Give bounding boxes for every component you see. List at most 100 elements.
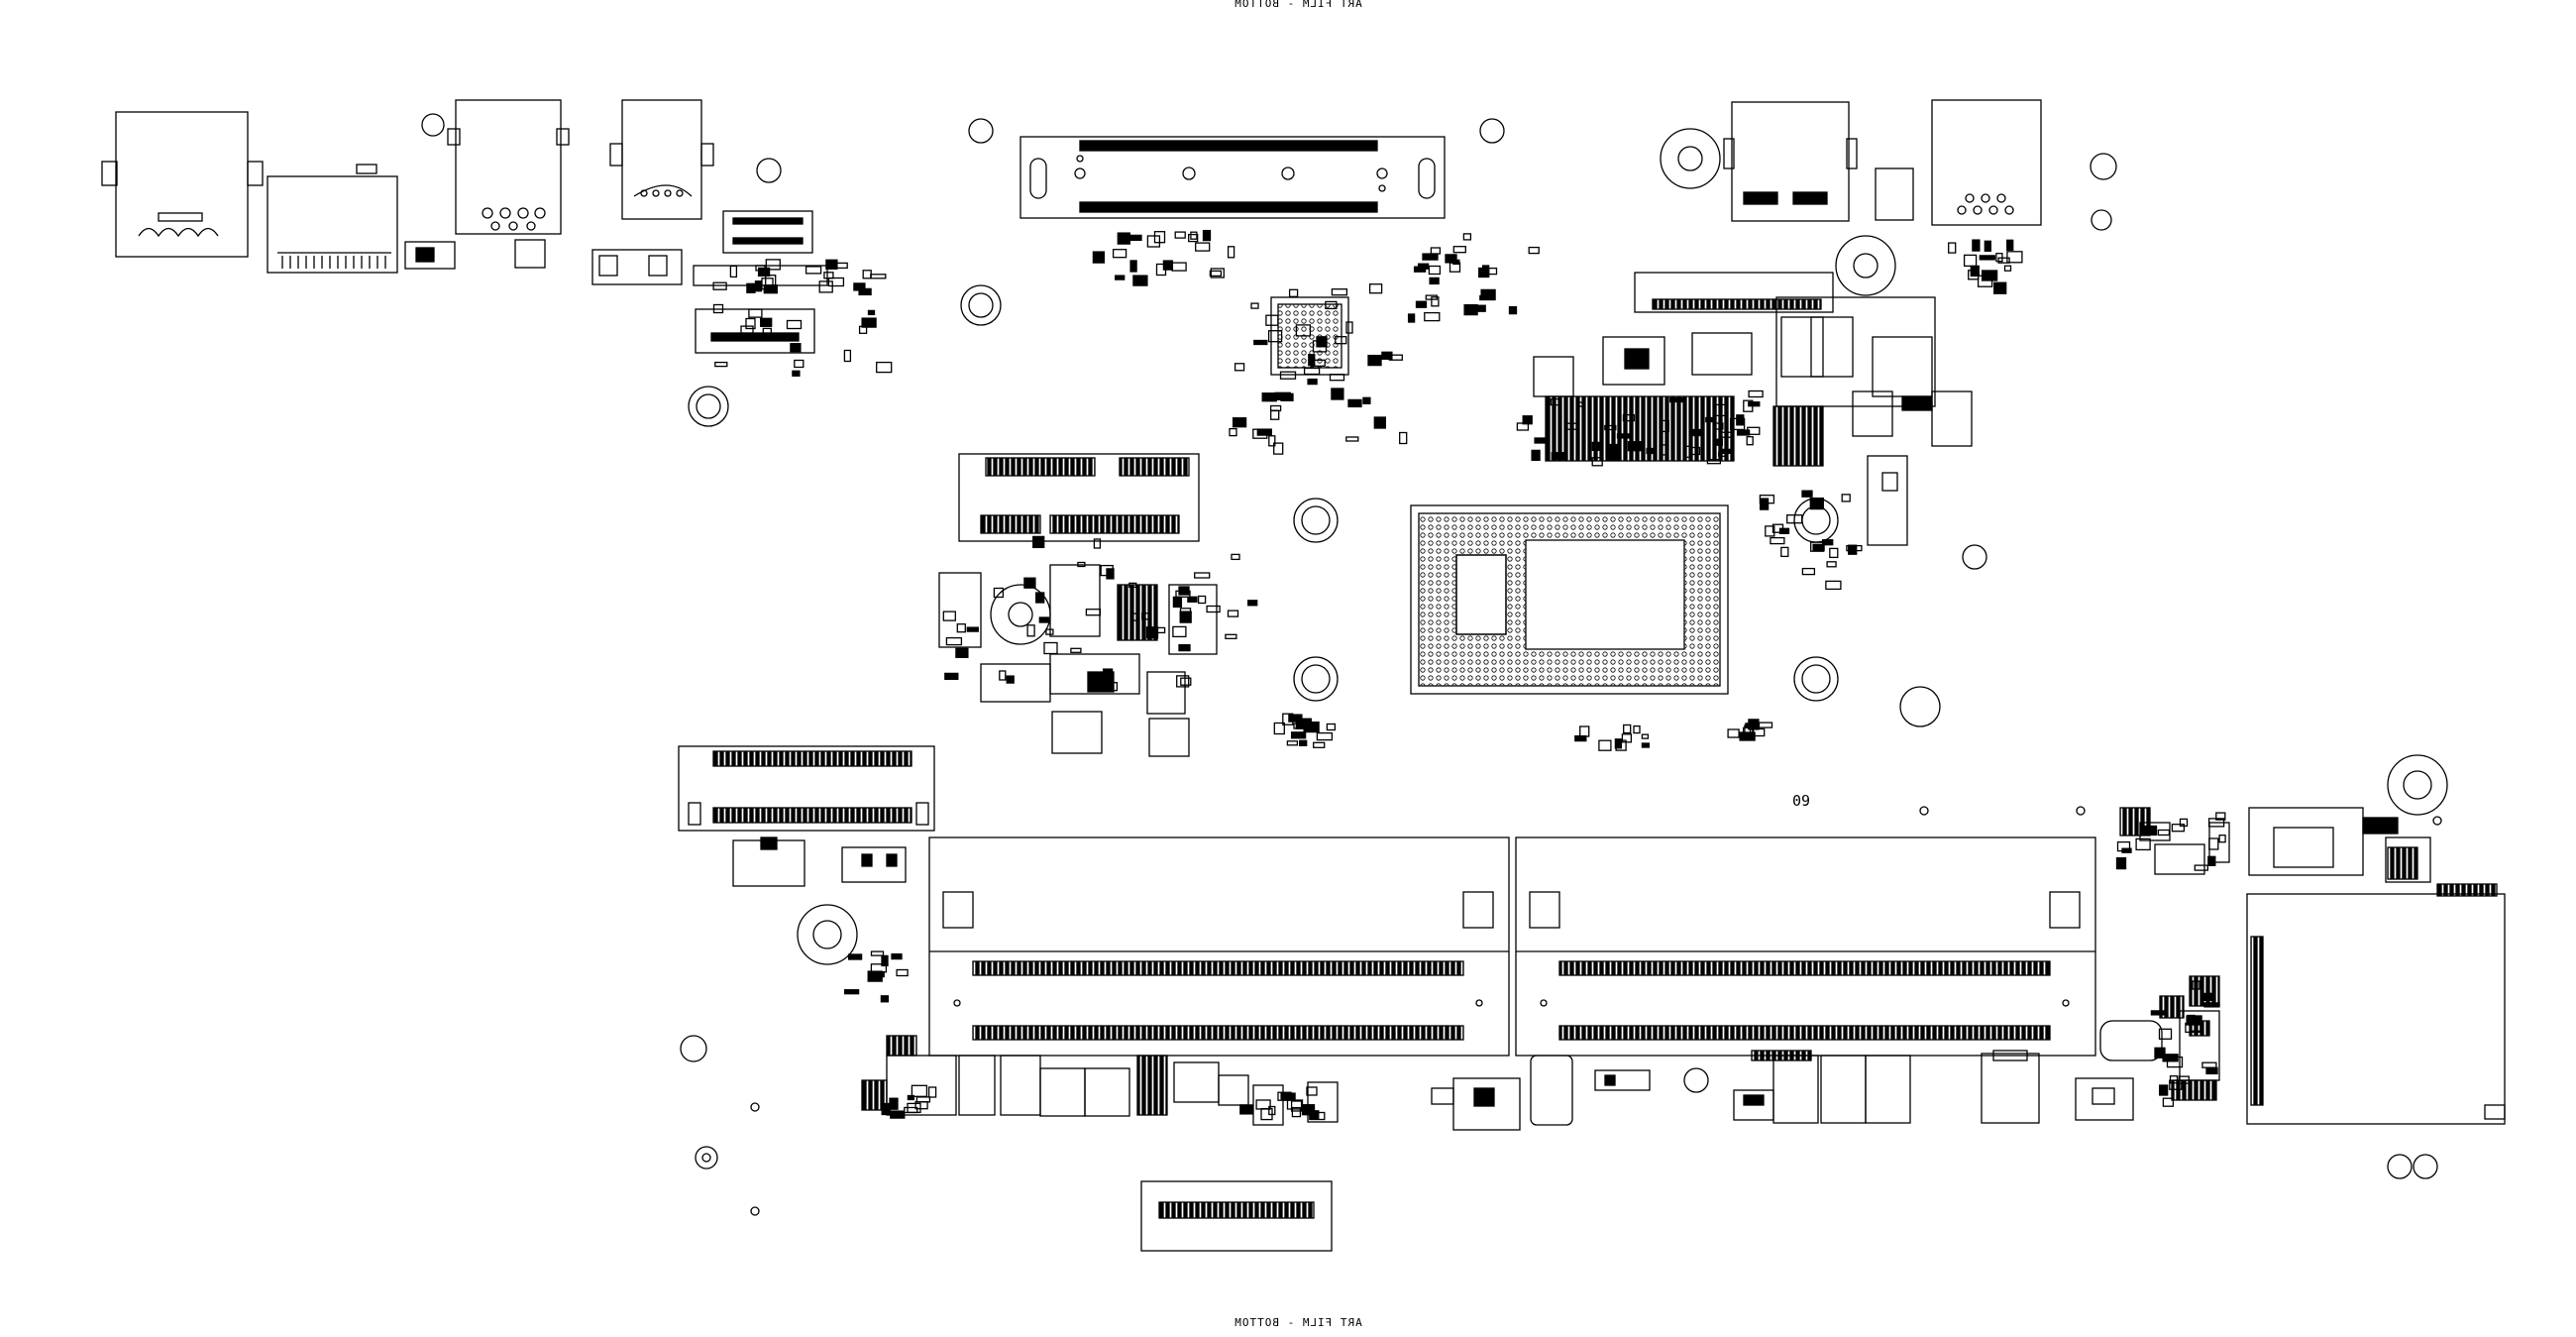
smd-pad <box>1758 722 1773 728</box>
smd-pad <box>1809 497 1824 510</box>
smd-pad <box>1462 233 1472 241</box>
mount-hole <box>1479 118 1505 144</box>
smd-pad <box>1736 429 1751 436</box>
smd-pad <box>2215 812 2226 821</box>
smd-pad <box>1092 251 1106 264</box>
dc-jack <box>1660 128 1721 189</box>
smd-pad <box>712 303 724 314</box>
smd-pad <box>1669 396 1685 403</box>
smd-pad <box>861 317 877 328</box>
smd-pad <box>1209 270 1223 278</box>
smd-pad <box>1145 626 1159 639</box>
smd-pad <box>1345 321 1353 334</box>
smd-pad <box>1479 294 1495 301</box>
smd-pad <box>1202 229 1212 242</box>
smd-pad <box>1307 378 1318 386</box>
smd-pad <box>754 280 763 292</box>
smd-pad <box>1280 1092 1296 1100</box>
smd-pad <box>896 968 909 977</box>
smd-pad <box>1172 625 1187 638</box>
smd-pad <box>1102 668 1114 681</box>
smd-pad <box>1848 544 1858 555</box>
smd-pad <box>712 281 727 290</box>
smd-pad <box>1345 436 1359 442</box>
smd-pad <box>1622 413 1636 422</box>
smd-pad <box>1528 246 1540 255</box>
smd-pad <box>1286 740 1299 746</box>
smd-pad <box>1188 233 1199 243</box>
smd-pad <box>794 359 805 369</box>
smd-pad <box>2162 1054 2179 1062</box>
mount-hole <box>756 158 782 183</box>
mount-hole-inner <box>1301 505 1331 535</box>
smd-pad <box>1407 313 1416 323</box>
smd-pad <box>1770 536 1785 545</box>
smd-pad <box>889 1097 899 1110</box>
smd-pad <box>1993 281 2007 294</box>
smd-pad <box>1038 616 1049 623</box>
smd-pad <box>729 265 738 279</box>
smd-pad <box>1551 452 1566 461</box>
smd-pad <box>1268 435 1276 447</box>
smd-pad <box>1691 428 1701 437</box>
smd-pad <box>748 308 763 318</box>
smd-pad <box>1045 628 1054 635</box>
smd-pad <box>862 270 872 279</box>
smd-pad <box>1605 453 1621 462</box>
lcd-fpc-connector <box>1020 136 1446 219</box>
mount-hole-inner <box>1801 505 1831 535</box>
smd-pad <box>1522 415 1533 425</box>
smd-pad <box>818 280 833 293</box>
smd-pad <box>1948 242 1957 254</box>
smd-pad <box>1172 596 1183 609</box>
smd-pad <box>2157 829 2171 836</box>
smd-pad <box>1313 741 1326 748</box>
smd-pad <box>1780 546 1789 558</box>
smd-pad <box>1641 733 1650 739</box>
smd-pad <box>1646 447 1654 455</box>
smd-pad <box>1187 596 1198 603</box>
smd-pad <box>907 1102 921 1114</box>
smd-pad <box>876 361 893 374</box>
smd-pad <box>1227 610 1239 617</box>
smd-pad <box>945 636 963 646</box>
smd-pad <box>1295 324 1312 337</box>
wlan-connector <box>958 453 1200 542</box>
smd-pad <box>2205 1066 2218 1075</box>
smd-pad <box>1422 253 1439 261</box>
smd-pad <box>714 361 728 368</box>
smd-pad <box>746 282 756 293</box>
dc-jack-right-inner <box>2403 770 2432 800</box>
smd-pad <box>1331 388 1344 400</box>
smd-pad <box>2121 847 2132 853</box>
smd-pad <box>891 952 903 960</box>
smd-pad <box>1206 605 1221 613</box>
smd-pad <box>1070 647 1082 653</box>
smd-pad <box>1381 351 1393 360</box>
smd-pad <box>1718 431 1734 438</box>
smd-pad <box>1210 268 1225 279</box>
smd-pad <box>1194 572 1211 579</box>
mount-hole <box>1899 686 1941 727</box>
mount-hole <box>1293 656 1339 702</box>
smd-pad <box>1093 538 1102 549</box>
smd-pad <box>1367 354 1382 367</box>
smd-pad <box>1239 1104 1254 1115</box>
reference-marker: 09 <box>1792 792 1810 810</box>
smd-pad <box>1175 590 1191 598</box>
smd-pad <box>832 262 848 270</box>
smd-pad <box>1826 561 1837 568</box>
smd-pad <box>2142 825 2158 836</box>
mount-hole <box>680 1035 707 1062</box>
smd-pad <box>1265 314 1279 326</box>
smd-pad <box>740 325 754 334</box>
smd-pad <box>2115 856 2127 870</box>
smd-pad <box>1225 633 1237 639</box>
smd-pad <box>2154 1047 2166 1058</box>
dimm-slot-b <box>1515 836 2096 1057</box>
smd-pad <box>1273 442 1284 455</box>
smd-pad <box>1516 422 1530 431</box>
smd-pad <box>966 626 979 632</box>
smd-pad <box>1968 270 1980 280</box>
smd-pad <box>1825 580 1842 591</box>
